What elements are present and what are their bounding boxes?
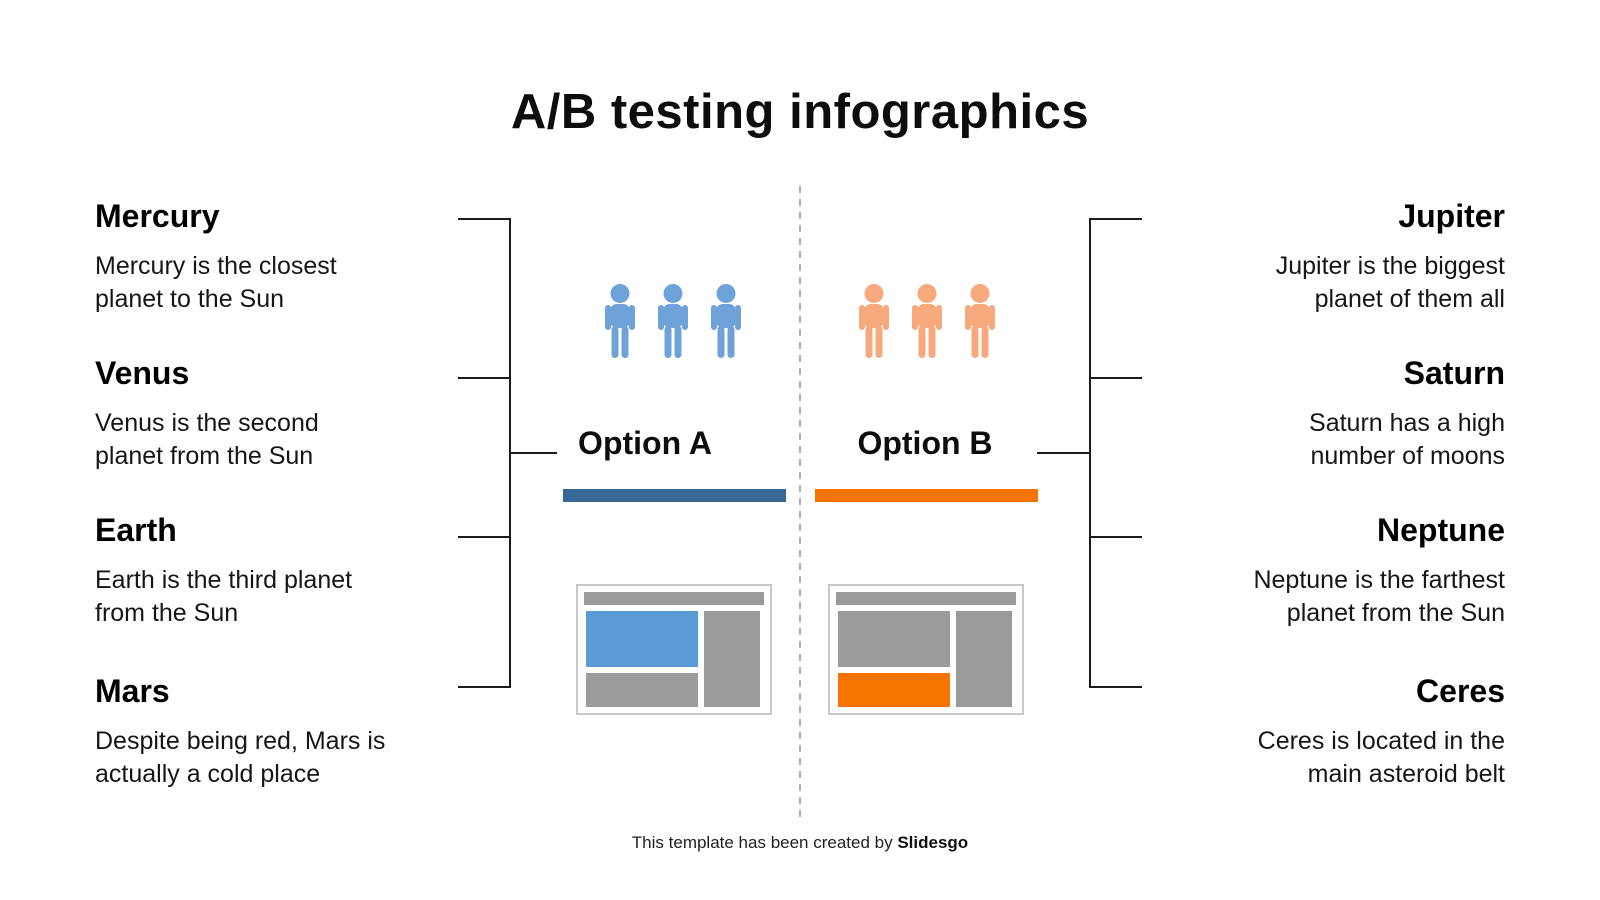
list-item-ceres: Ceres Ceres is located in the main aster… bbox=[1125, 672, 1505, 791]
wireframe-content-block bbox=[838, 673, 950, 707]
list-item-neptune: Neptune Neptune is the farthest planet f… bbox=[1125, 511, 1505, 630]
footer-credit-text: This template has been created by bbox=[631, 833, 898, 852]
list-item-jupiter: Jupiter Jupiter is the biggest planet of… bbox=[1125, 197, 1505, 316]
right-bracket-line bbox=[1089, 218, 1091, 688]
footer-credit: This template has been created by Slides… bbox=[0, 833, 1600, 853]
option-b-wireframe-mockup bbox=[828, 584, 1024, 715]
wireframe-sidebar-block bbox=[956, 611, 1012, 707]
item-description: Neptune is the farthest planet from the … bbox=[1253, 566, 1505, 627]
option-b-label: Option B bbox=[857, 425, 993, 461]
option-b-audience-icons bbox=[852, 284, 1002, 358]
option-a-label: Option A bbox=[578, 425, 712, 461]
left-bracket-tick bbox=[458, 536, 511, 538]
item-heading: Neptune bbox=[1377, 512, 1505, 548]
left-bracket-tick bbox=[458, 218, 511, 220]
item-heading: Ceres bbox=[1416, 673, 1505, 709]
footer-brand: Slidesgo bbox=[897, 833, 969, 852]
item-description: Earth is the third planet from the Sun bbox=[95, 566, 353, 627]
list-item-mercury: Mercury Mercury is the closest planet to… bbox=[95, 197, 475, 316]
item-heading: Venus bbox=[95, 355, 190, 391]
option-a-audience-icons bbox=[598, 284, 748, 358]
wireframe-header-bar bbox=[836, 592, 1016, 605]
page-title: A/B testing infographics bbox=[510, 85, 1090, 139]
person-icon bbox=[711, 284, 741, 358]
person-icon bbox=[965, 284, 995, 358]
list-item-saturn: Saturn Saturn has a high number of moons bbox=[1125, 354, 1505, 473]
list-item-earth: Earth Earth is the third planet from the… bbox=[95, 511, 475, 630]
list-item-mars: Mars Despite being red, Mars is actually… bbox=[95, 672, 475, 791]
right-bracket-connector bbox=[1037, 452, 1089, 454]
item-heading: Mercury bbox=[95, 198, 220, 234]
item-heading: Saturn bbox=[1403, 355, 1505, 391]
item-heading: Jupiter bbox=[1398, 198, 1505, 234]
item-heading: Mars bbox=[95, 673, 170, 709]
left-bracket-line bbox=[509, 218, 511, 688]
item-heading: Earth bbox=[95, 512, 177, 548]
item-description: Jupiter is the biggest planet of them al… bbox=[1275, 252, 1505, 313]
item-description: Despite being red, Mars is actually a co… bbox=[95, 727, 386, 788]
person-icon bbox=[605, 284, 635, 358]
person-icon bbox=[658, 284, 688, 358]
right-bracket-tick bbox=[1089, 218, 1142, 220]
wireframe-hero-block bbox=[586, 611, 698, 667]
left-bracket-connector bbox=[511, 452, 557, 454]
item-description: Ceres is located in the main asteroid be… bbox=[1257, 727, 1505, 788]
wireframe-header-bar bbox=[584, 592, 764, 605]
right-bracket-tick bbox=[1089, 377, 1142, 379]
option-a-wireframe-mockup bbox=[576, 584, 772, 715]
option-b-underline bbox=[815, 489, 1038, 502]
list-item-venus: Venus Venus is the second planet from th… bbox=[95, 354, 475, 473]
person-icon bbox=[912, 284, 942, 358]
left-bracket-tick bbox=[458, 686, 511, 688]
item-description: Venus is the second planet from the Sun bbox=[95, 409, 319, 470]
option-a-underline bbox=[563, 489, 786, 502]
person-icon bbox=[859, 284, 889, 358]
right-bracket-tick bbox=[1089, 686, 1142, 688]
item-description: Saturn has a high number of moons bbox=[1309, 409, 1505, 470]
left-bracket-tick bbox=[458, 377, 511, 379]
item-description: Mercury is the closest planet to the Sun bbox=[95, 252, 337, 313]
dashed-divider-line bbox=[799, 186, 801, 818]
wireframe-content-block bbox=[586, 673, 698, 707]
wireframe-hero-block bbox=[838, 611, 950, 667]
wireframe-sidebar-block bbox=[704, 611, 760, 707]
right-bracket-tick bbox=[1089, 536, 1142, 538]
